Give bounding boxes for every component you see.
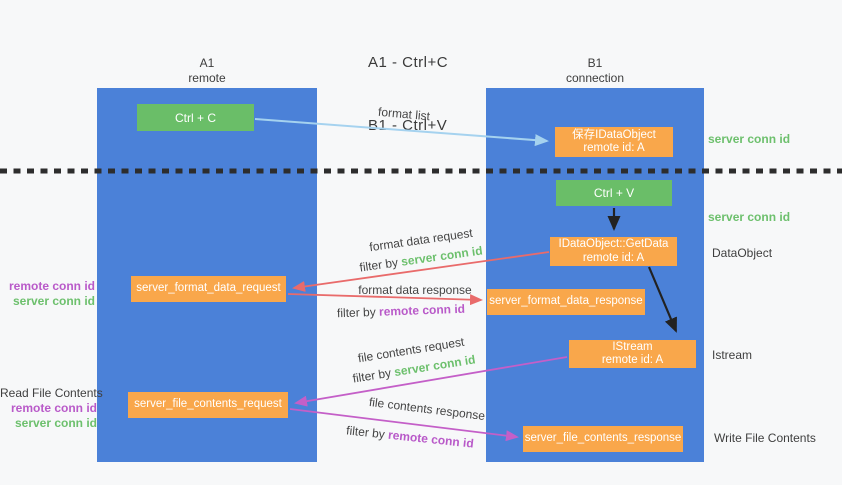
node-getdata: IDataObject::GetData remote id: A (550, 237, 677, 266)
node-ctrl-v: Ctrl + V (556, 180, 672, 206)
filter-by-text: filter by (345, 423, 389, 442)
title-line-1: A1 - Ctrl+C (368, 54, 449, 71)
node-getdata-line2: remote id: A (582, 251, 645, 264)
node-ctrl-v-label: Ctrl + V (593, 186, 635, 200)
node-server-file-contents-request: server_file_contents_request (128, 392, 288, 418)
server-conn-id-annotation: server conn id (12, 294, 95, 308)
node-istream: IStream remote id: A (569, 340, 696, 368)
node-istream-line1: IStream (612, 340, 653, 353)
label-file-contents-response: file contents response (368, 394, 486, 424)
server-conn-id-annotation: server conn id (708, 132, 791, 146)
label-file-contents-response-filter: filter by remote conn id (346, 423, 475, 450)
remote-conn-id-keyword: remote conn id (378, 301, 466, 319)
left-column-header: A1 remote (97, 56, 317, 86)
label-format-data-response-filter: filter by remote conn id (337, 302, 465, 320)
right-column-subtitle: connection (565, 71, 625, 85)
remote-conn-id-annotation: remote conn id (10, 401, 97, 415)
node-save-dataobject-line1: 保存IDataObject (572, 128, 656, 141)
filter-by-text: filter by (358, 254, 403, 275)
node-save-dataobject-line2: remote id: A (583, 142, 645, 154)
write-file-contents-annotation: Write File Contents (714, 431, 816, 445)
node-istream-line2: remote id: A (601, 354, 664, 366)
left-annotations-bottom: Read File Contents remote conn id server… (0, 386, 103, 431)
node-server-format-data-response-label: server_format_data_response (489, 295, 643, 308)
remote-conn-id-keyword: remote conn id (387, 427, 475, 451)
label-format-data-response: format data response (358, 283, 472, 297)
node-server-file-contents-request-label: server_file_contents_request (134, 398, 282, 411)
left-column-subtitle: remote (188, 71, 226, 85)
server-conn-id-annotation: server conn id (708, 210, 791, 224)
node-ctrl-c-label: Ctrl + C (174, 110, 216, 125)
server-conn-id-annotation: server conn id (14, 416, 97, 430)
left-column-name: A1 (199, 56, 215, 70)
filter-by-text: filter by (336, 304, 380, 321)
filter-by-text: filter by (351, 365, 396, 386)
node-server-format-data-response: server_format_data_response (487, 289, 645, 315)
node-server-format-data-request-label: server_format_data_request (136, 282, 281, 295)
diagram-title: A1 - Ctrl+C B1 - Ctrl+V (368, 10, 448, 178)
remote-conn-id-annotation: remote conn id (8, 279, 95, 293)
read-file-contents-annotation: Read File Contents (0, 386, 103, 400)
node-getdata-line1: IDataObject::GetData (558, 238, 669, 250)
right-column-header: B1 connection (486, 56, 704, 86)
node-server-file-contents-response-label: server_file_contents_response (524, 432, 682, 445)
istream-annotation: Istream (712, 348, 753, 362)
node-server-file-contents-response: server_file_contents_response (523, 426, 683, 452)
right-column-name: B1 (587, 56, 603, 70)
node-ctrl-c: Ctrl + C (137, 104, 254, 131)
left-annotations-top: remote conn id server conn id (0, 279, 95, 309)
dataobject-annotation: DataObject (712, 246, 773, 260)
node-save-dataobject: 保存IDataObject remote id: A (555, 127, 673, 157)
node-server-format-data-request: server_format_data_request (131, 276, 286, 302)
